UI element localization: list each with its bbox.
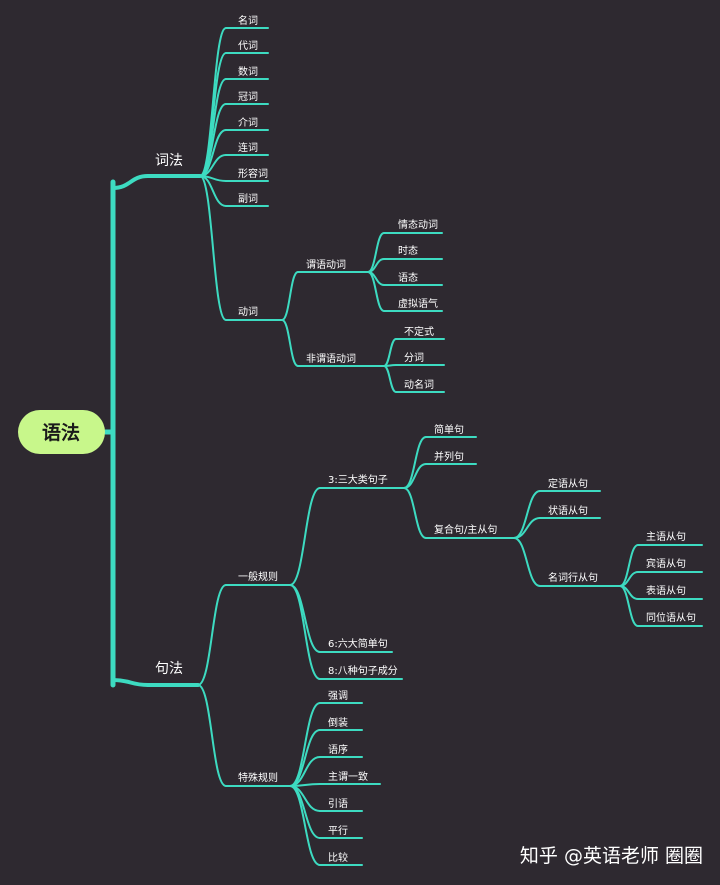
node-lianci: 连词 [238, 141, 258, 154]
node-pingxing: 平行 [328, 824, 348, 837]
node-teshu: 特殊规则 [238, 771, 278, 784]
node-weiyu: 谓语动词 [306, 259, 346, 271]
node-mingcixing: 名词行从句 [548, 571, 598, 584]
node-biaoyu: 表语从句 [646, 584, 686, 597]
node-daici: 代词 [238, 40, 258, 52]
node-liuda: 6:六大简单句 [328, 637, 388, 650]
node-yinyu: 引语 [328, 798, 348, 810]
connector-lines [102, 27, 639, 866]
root-trunk [102, 179, 116, 688]
link-fuhe-dingyu [513, 490, 541, 539]
link-sandalei-jiandan [403, 436, 427, 489]
node-mingci: 名词 [238, 14, 258, 27]
node-daozhuang: 倒装 [328, 716, 348, 729]
node-yiban: 一般规则 [238, 570, 278, 583]
node-bazhong: 8:八种句子成分 [328, 664, 398, 677]
node-cifa: 词法 [155, 153, 183, 169]
root-label: 语法 [42, 421, 80, 444]
node-dingyu: 定语从句 [548, 477, 588, 490]
link-root-cifa [111, 174, 150, 190]
link-feiweiyu-budingshi [383, 338, 397, 367]
link-teshu-bijiao [289, 785, 321, 866]
node-feiweiyu: 非谓语动词 [306, 353, 356, 365]
node-budingshi: 不定式 [404, 325, 434, 338]
node-xingrongci: 形容词 [238, 167, 268, 180]
link-jufa-yiban [197, 584, 227, 686]
link-yiban-sandalei [289, 487, 321, 586]
link-feiweiyu-dongmingci [383, 365, 397, 393]
link-jufa-teshu [197, 684, 227, 787]
node-fuhe: 复合句/主从句 [434, 523, 497, 536]
link-fuhe-zhuangyu [513, 517, 541, 539]
link-cifa-dongci [199, 175, 227, 321]
node-jufa: 句法 [155, 661, 183, 677]
node-shitai: 时态 [398, 244, 418, 257]
node-zhuyu: 主语从句 [646, 530, 686, 543]
node-yuxu: 语序 [328, 743, 348, 756]
node-bijiao: 比较 [328, 851, 348, 864]
node-xuni: 虚拟语气 [398, 297, 438, 310]
node-labels: 词法 名词 代词 数词 冠词 介词 连词 形容词 副词 动词 谓语动词 情态动词… [155, 14, 696, 864]
node-jieci: 介词 [238, 117, 258, 129]
node-guanci: 冠词 [238, 91, 258, 103]
node-qiangdiao: 强调 [328, 690, 348, 702]
node-dongci: 动词 [238, 306, 258, 318]
node-zhuwei: 主谓一致 [328, 770, 368, 783]
link-weiyu-xuni [367, 271, 385, 312]
link-dongci-feiweiyu [281, 319, 299, 367]
link-cifa-fuci [199, 175, 227, 207]
node-shuci: 数词 [238, 65, 258, 78]
node-zhuangyu: 状语从句 [548, 504, 588, 517]
link-yiban-bazhong [289, 584, 321, 680]
node-binyu: 宾语从句 [646, 557, 686, 570]
node-yutai: 语态 [398, 271, 418, 284]
link-dongci-weiyu [281, 271, 299, 321]
link-sandalei-binglie [403, 463, 427, 489]
node-dongmingci: 动名词 [404, 378, 434, 391]
node-fenci: 分词 [404, 352, 424, 364]
link-yiban-liuda [289, 584, 321, 653]
link-mingcixing-tongwei [619, 585, 639, 627]
node-qingtai: 情态动词 [398, 218, 438, 231]
link-cifa-daici [199, 52, 227, 177]
link-sandalei-fuhe [403, 487, 427, 539]
node-sandalei: 3:三大类句子 [328, 473, 388, 486]
watermark: 知乎 @英语老师 圈圈 [520, 845, 703, 867]
node-jiandan: 简单句 [434, 423, 464, 436]
link-root-jufa [111, 678, 150, 687]
node-fuci: 副词 [238, 193, 258, 205]
root-node [18, 410, 105, 454]
node-underlines [146, 27, 703, 866]
node-tongwei: 同位语从句 [646, 611, 696, 624]
link-fuhe-mingcixing [513, 537, 541, 587]
node-binglie: 并列句 [434, 450, 464, 463]
